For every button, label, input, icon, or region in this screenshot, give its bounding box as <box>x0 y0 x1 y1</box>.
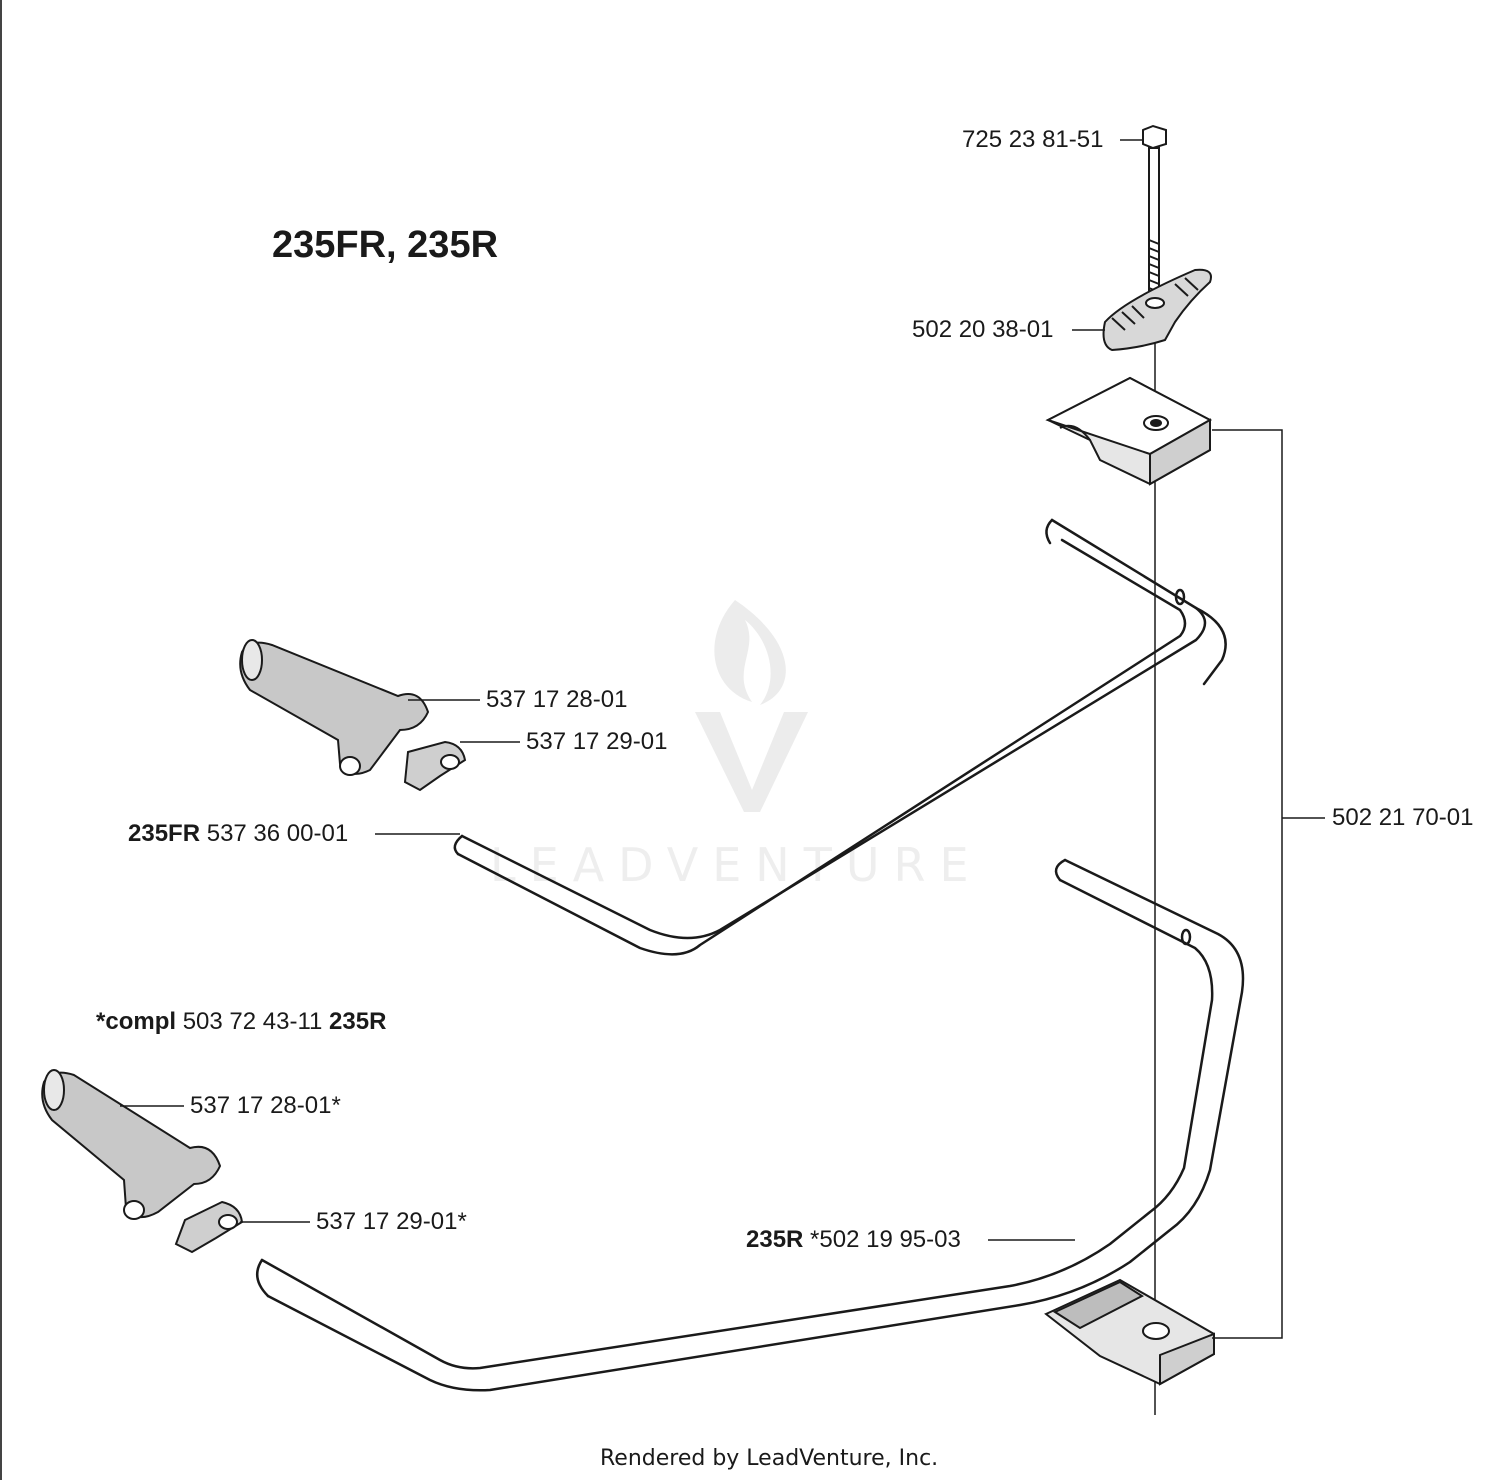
label-compl-part: 503 72 43-11 <box>182 1008 323 1035</box>
label-handle-235fr-part: 537 36 00-01 <box>206 820 349 847</box>
left-border <box>0 0 2 1480</box>
label-handle-235fr-model: 235FR <box>128 820 201 847</box>
label-grip-clip-lower: 537 17 29-01* <box>316 1208 467 1235</box>
watermark-logo <box>695 600 808 812</box>
label-compl-model: 235R <box>329 1008 387 1035</box>
grip-lower-icon <box>41 1069 222 1220</box>
handle-235r <box>255 858 1245 1392</box>
label-grip-clip-upper: 537 17 29-01 <box>526 728 668 755</box>
wing-knob-icon <box>1102 268 1212 352</box>
label-compl-prefix: *compl <box>96 1008 177 1035</box>
lower-clamp-icon <box>1044 1278 1215 1386</box>
label-knob: 502 20 38-01 <box>912 316 1054 343</box>
label-compl-235r: *compl 503 72 43-11 235R <box>96 1008 386 1036</box>
label-handle-235r-model: 235R <box>746 1226 804 1253</box>
grip-clip-upper-icon <box>403 740 467 792</box>
diagram-title: 235FR, 235R <box>272 224 499 266</box>
footer-credit: Rendered by LeadVenture, Inc. <box>600 1446 939 1471</box>
label-handle-235r: 235R *502 19 95-03 <box>746 1226 961 1254</box>
handle-235fr <box>453 518 1227 956</box>
label-handle-235fr: 235FR 537 36 00-01 <box>128 820 348 848</box>
grip-clip-lower-icon <box>174 1200 244 1254</box>
label-clamp-kit: 502 21 70-01 <box>1332 804 1474 831</box>
label-handle-235r-part: *502 19 95-03 <box>810 1226 961 1253</box>
label-bolt: 725 23 81-51 <box>962 126 1104 153</box>
leader-lines <box>120 139 1325 1339</box>
label-grip-lower: 537 17 28-01* <box>190 1092 341 1119</box>
upper-clamp-icon <box>1045 376 1213 486</box>
watermark-text: LEADVENTURE <box>490 838 983 892</box>
label-grip-upper: 537 17 28-01 <box>486 686 628 713</box>
bolt-icon <box>1142 124 1167 299</box>
grip-upper-icon <box>239 639 430 776</box>
